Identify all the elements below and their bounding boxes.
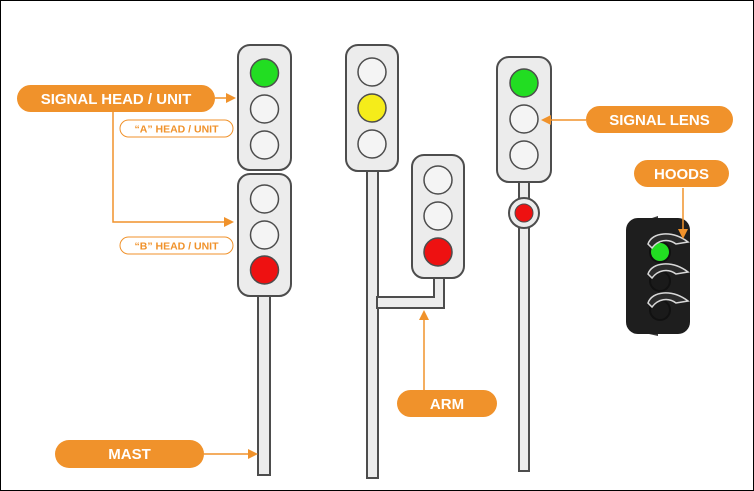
label-signal-lens-text: SIGNAL LENS <box>609 112 710 129</box>
label-mast: MAST <box>55 440 204 468</box>
signal-2-arm-lens-3 <box>423 237 453 267</box>
hood-2 <box>647 263 690 292</box>
label-signal-lens: SIGNAL LENS <box>586 106 733 133</box>
hood-2-shape <box>647 263 690 280</box>
label-signal-head-text: SIGNAL HEAD / UNIT <box>41 91 192 108</box>
hooded-signal <box>626 216 690 336</box>
leader-lines <box>112 93 688 459</box>
signal-arm <box>376 275 445 309</box>
label-arm-text: ARM <box>430 396 464 413</box>
signal-1-b-lens-3 <box>249 255 280 285</box>
signal-3-lens-1 <box>509 68 539 98</box>
signal-2-arm-lens-1 <box>423 165 453 195</box>
label-arm: ARM <box>397 390 497 417</box>
signal-3 <box>496 56 552 472</box>
signal-1-a-lens-1 <box>249 58 280 88</box>
signal-3-lens-3 <box>509 140 539 170</box>
signal-3-lens-2 <box>509 104 539 134</box>
signal-1-b-lens-2 <box>249 220 280 250</box>
mast <box>366 167 379 479</box>
label-hoods-text: HOODS <box>654 166 709 183</box>
hood-3 <box>647 292 690 321</box>
signal-2-arm-lens-2 <box>423 201 453 231</box>
signal-2-lens-2 <box>357 93 387 123</box>
label-b-head: “B” HEAD / UNIT <box>119 236 234 255</box>
signal-1-a-lens-3 <box>249 130 280 160</box>
signal-head-b-arrow <box>112 112 234 227</box>
signal-1 <box>237 44 292 476</box>
label-a-head: “A” HEAD / UNIT <box>119 119 234 138</box>
mast <box>257 291 271 476</box>
marker-light-lens <box>514 203 534 223</box>
signal-2-lens-1 <box>357 57 387 87</box>
signal-2-lens-3 <box>357 129 387 159</box>
signal-1-b-lens-1 <box>249 184 280 214</box>
signal-1-a-lens-2 <box>249 94 280 124</box>
label-a-head-text: “A” HEAD / UNIT <box>135 124 220 136</box>
label-b-head-text: “B” HEAD / UNIT <box>135 241 220 253</box>
label-hoods: HOODS <box>634 160 729 187</box>
label-mast-text: MAST <box>108 446 151 463</box>
hood-3-shape <box>647 292 690 309</box>
label-signal-head: SIGNAL HEAD / UNIT <box>17 85 215 112</box>
signal-2 <box>345 44 465 479</box>
